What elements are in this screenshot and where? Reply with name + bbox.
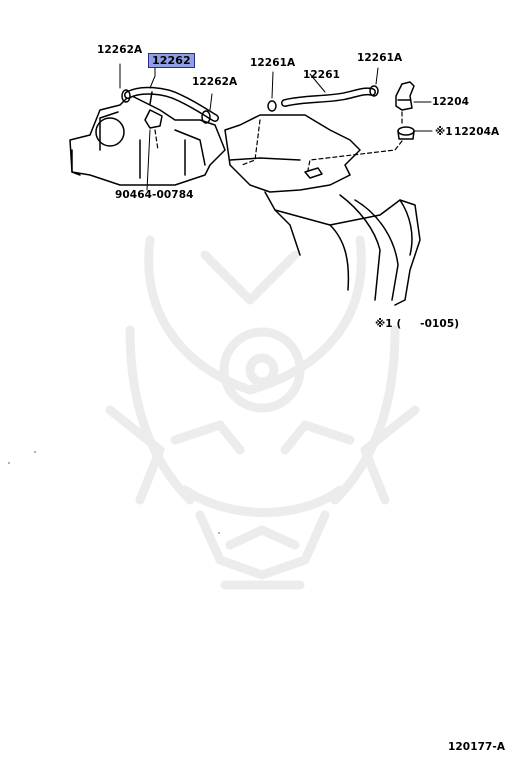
label-12204A[interactable]: 12204A: [454, 126, 500, 138]
label-12262A-right[interactable]: 12262A: [192, 76, 238, 88]
label-12261A-right[interactable]: 12261A: [357, 52, 403, 64]
illustration-code: 120177-A: [448, 741, 506, 753]
label-12262-highlighted[interactable]: 12262: [148, 53, 195, 68]
label-12261A-left[interactable]: 12261A: [250, 57, 296, 69]
label-12262A-left[interactable]: 12262A: [97, 44, 143, 56]
label-12204[interactable]: 12204: [432, 96, 470, 108]
applicability-note: ※1 ( -0105): [375, 318, 460, 330]
label-90464-00784[interactable]: 90464-00784: [115, 189, 194, 201]
note-marker-12204A: ※1: [435, 126, 453, 138]
label-12261[interactable]: 12261: [303, 69, 341, 81]
